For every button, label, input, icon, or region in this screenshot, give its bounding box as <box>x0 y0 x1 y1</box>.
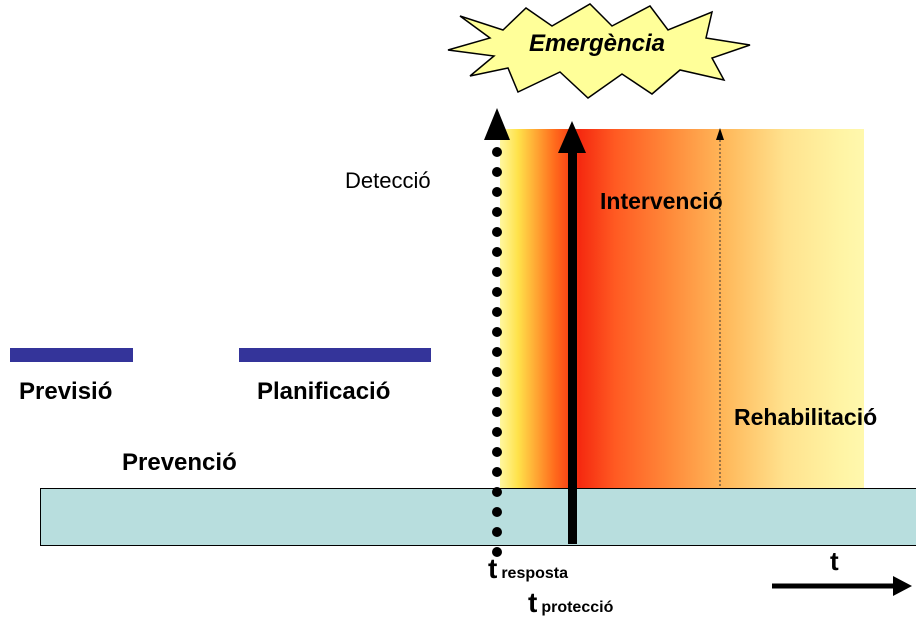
label-deteccio: Detecció <box>345 168 431 193</box>
label-planificacio: Planificació <box>257 378 391 405</box>
protection-arrow-shaft <box>568 146 577 544</box>
detection-dotted-line <box>492 147 502 557</box>
planning-bar <box>239 348 431 362</box>
response-time-subscript: resposta <box>501 565 569 582</box>
label-rehabilitacio: Rehabilitació <box>734 404 878 430</box>
label-intervencio: Intervenció <box>600 188 723 214</box>
protection-time-subscript: protecció <box>541 599 614 616</box>
intervention-gradient-band <box>500 129 864 488</box>
emergency-label: Emergència <box>528 30 666 57</box>
time-axis-label: t <box>830 546 839 576</box>
forecast-bar <box>10 348 133 362</box>
label-prevencio: Prevenció <box>122 449 237 476</box>
label-previsio: Previsió <box>19 378 113 405</box>
protection-time-t: t <box>528 587 538 618</box>
response-time-t: t <box>488 553 498 584</box>
time-axis-arrowhead-icon <box>893 576 912 596</box>
prevention-bar <box>40 488 916 546</box>
emergency-burst-icon <box>447 3 751 99</box>
protection-arrowhead-icon <box>558 121 586 153</box>
detection-arrowhead-icon <box>484 108 510 140</box>
rehabilitation-arrowhead-icon <box>716 128 724 140</box>
